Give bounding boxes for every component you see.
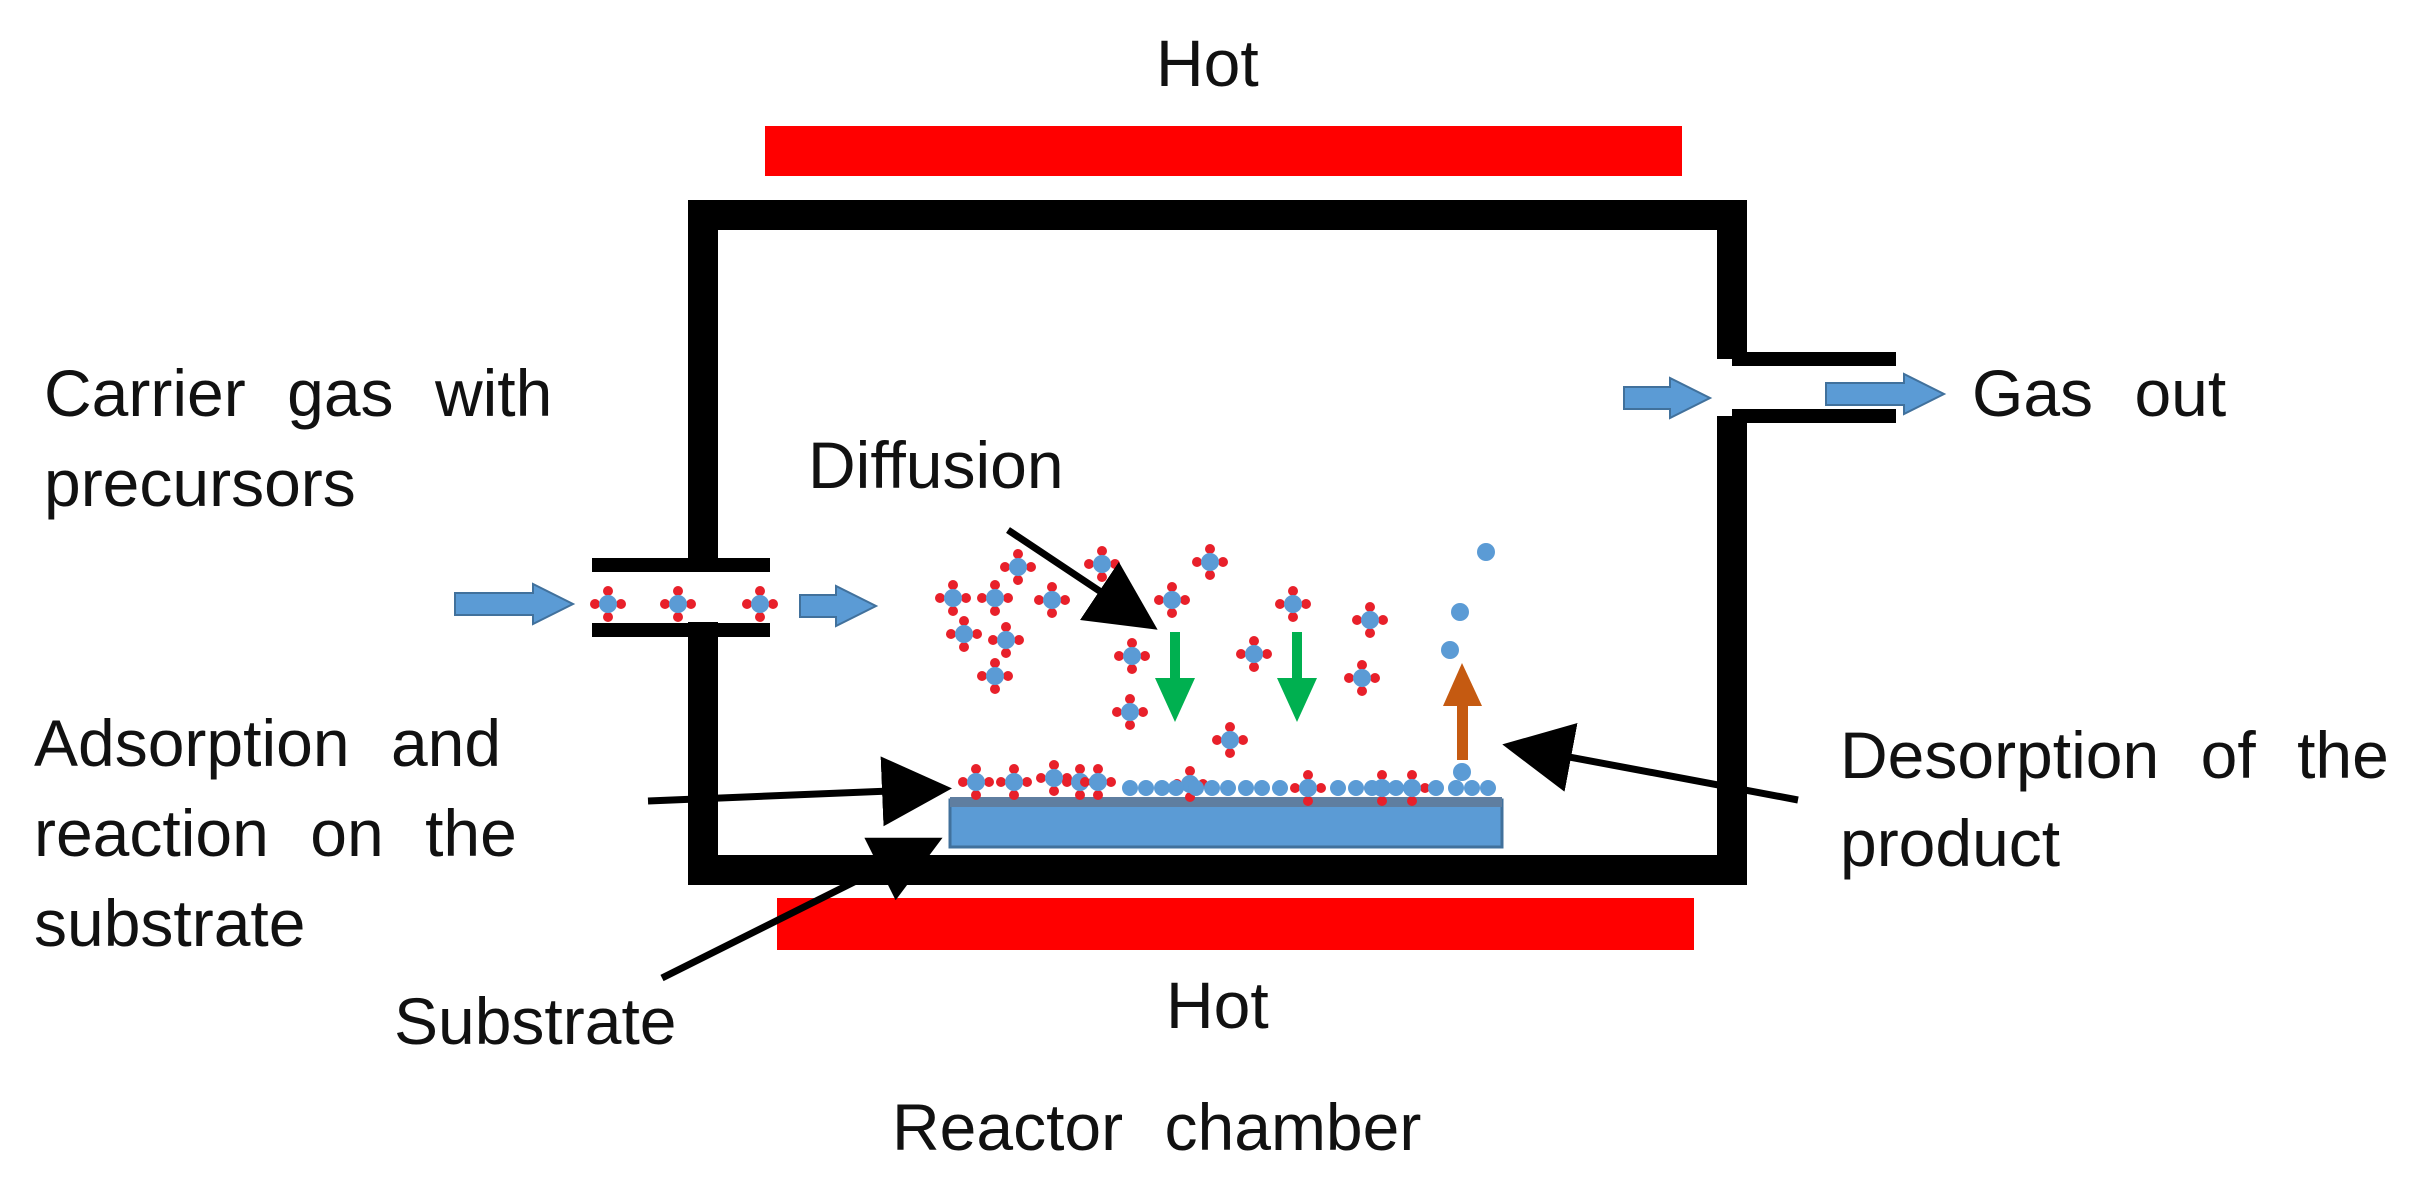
desorbed-product <box>1453 763 1471 781</box>
bottom-heater <box>777 898 1694 950</box>
diffusion-pointer-arrow <box>1006 527 1158 630</box>
diffusion-arrow <box>1155 632 1195 722</box>
adsorbed-product <box>1122 780 1138 796</box>
adsorbed-product <box>1188 780 1204 796</box>
substrate-pointer-arrow <box>660 837 943 982</box>
desorption-arrow <box>1443 663 1482 760</box>
precursor-molecule <box>1036 760 1072 796</box>
diffusion-label: Diffusion <box>808 428 1064 502</box>
adsorbed-product <box>1348 780 1364 796</box>
precursor-molecule <box>1080 764 1116 800</box>
gas-flow-arrow <box>1825 372 1947 416</box>
precursor-molecule <box>742 586 778 622</box>
adsorbed-product <box>1448 780 1464 796</box>
carrier-gas-label-line2: precursors <box>44 446 356 520</box>
flow-arrows <box>454 372 1947 628</box>
adsorption-pointer-arrow <box>647 756 952 827</box>
precursor-molecule <box>1212 722 1248 758</box>
adsorbed-product <box>1238 780 1254 796</box>
adsorption-label: Adsorption and <box>34 706 502 780</box>
diffusion-arrow <box>1277 632 1317 722</box>
precursor-molecule <box>1114 638 1150 674</box>
adsorbed-product <box>1254 780 1270 796</box>
adsorbed-product <box>1220 780 1236 796</box>
desorption-label: Desorption of the <box>1840 718 2389 792</box>
adsorbed-product <box>1204 780 1220 796</box>
adsorption-label-line3: substrate <box>34 886 306 960</box>
adsorbed-product <box>1464 780 1480 796</box>
desorption-pointer-arrow <box>1502 722 1799 804</box>
substrate-film <box>950 797 1502 807</box>
desorbed-product <box>1441 641 1459 659</box>
adsorbed-product <box>1428 780 1444 796</box>
precursor-molecule <box>1112 694 1148 730</box>
hot-label-bottom: Hot <box>1166 968 1269 1042</box>
precursor-molecule <box>946 616 982 652</box>
substrate-label: Substrate <box>394 984 677 1058</box>
precursor-molecule <box>935 580 971 616</box>
gas-flow-arrow <box>454 582 576 626</box>
precursor-molecule <box>1084 546 1120 582</box>
desorbed-product <box>1477 543 1495 561</box>
precursor-molecule <box>1344 660 1380 696</box>
adsorbed-product <box>1154 780 1170 796</box>
desorption-label-line2: product <box>1840 806 2061 880</box>
precursor-molecule <box>996 764 1032 800</box>
gas-flow-arrow <box>1623 376 1713 420</box>
precursor-molecule <box>977 580 1013 616</box>
precursor-molecule <box>977 658 1013 694</box>
precursor-molecule <box>988 622 1024 658</box>
adsorbed-product <box>1330 780 1346 796</box>
precursor-molecule <box>1275 586 1311 622</box>
gas-flow-arrow <box>799 584 879 628</box>
precursor-molecule <box>1000 549 1036 585</box>
carrier-gas-label: Carrier gas with <box>44 356 553 430</box>
precursor-molecule <box>1236 636 1272 672</box>
hot-label-top: Hot <box>1156 26 1259 100</box>
precursor-molecule <box>1192 544 1228 580</box>
precursor-molecule <box>660 586 696 622</box>
precursor-molecule <box>1290 770 1326 806</box>
precursor-molecule <box>958 764 994 800</box>
reactor-chamber-walls <box>592 200 1896 885</box>
adsorbed-product <box>1272 780 1288 796</box>
adsorbed-product <box>1480 780 1496 796</box>
precursor-molecule <box>1154 582 1190 618</box>
precursor-molecule <box>1034 582 1070 618</box>
adsorbed-product <box>1168 780 1184 796</box>
substrate <box>948 798 1504 849</box>
precursor-molecule <box>1352 602 1388 638</box>
reactor-chamber-caption: Reactor chamber <box>892 1090 1422 1164</box>
molecules <box>590 543 1496 806</box>
top-heater <box>765 126 1682 176</box>
adsorbed-product <box>1364 780 1380 796</box>
precursor-molecule <box>590 586 626 622</box>
adsorbed-product <box>1138 780 1154 796</box>
gas-out-label: Gas out <box>1972 356 2227 430</box>
desorbed-product <box>1451 603 1469 621</box>
adsorption-label-line2: reaction on the <box>34 796 517 870</box>
adsorbed-product <box>1388 780 1404 796</box>
